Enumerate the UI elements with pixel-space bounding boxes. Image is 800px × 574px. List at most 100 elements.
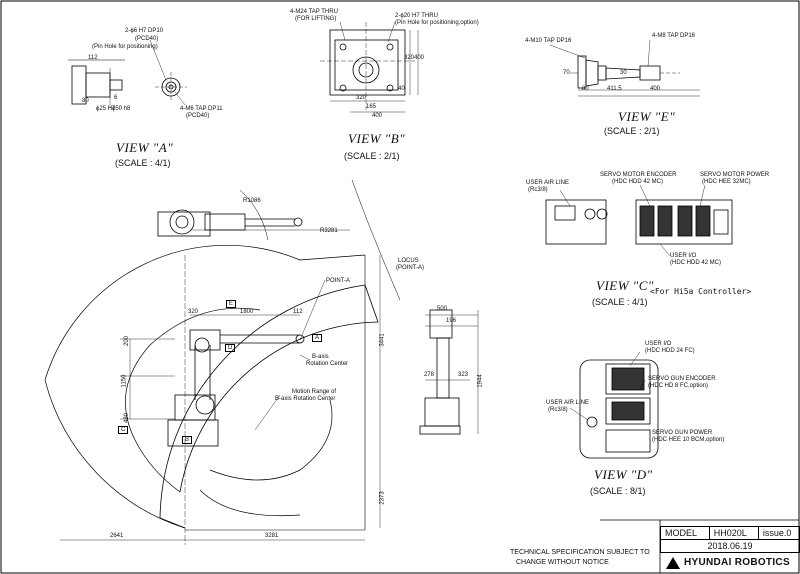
view-c-title: VIEW "C" [596,278,654,293]
model-value: HH020L [708,526,759,540]
main-dim-112: 112 [293,309,303,315]
main-dim-3281: 3281 [265,533,279,539]
date-value: 2018.06.19 [660,539,800,553]
view-b-note-1: 4-M24 TAP THRU [290,9,338,15]
notice-line-2: CHANGE WITHOUT NOTICE [516,559,609,566]
view-b-dim-320: 320 [356,95,367,101]
main-dim-480: 480 [124,412,131,424]
view-e-dim-30: 30 [620,70,627,76]
view-c-note-4: (HDC HDD 42 MC) [612,179,663,185]
brand-name: HYUNDAI ROBOTICS [684,557,790,568]
view-c-note-7: USER I/O [670,253,697,259]
view-a-dim-25: ϕ25 H7 [96,106,116,112]
view-c-scale: (SCALE : 4/1) [592,297,648,307]
side-view-robot [419,309,479,435]
view-d-note-6: (Rc3/8) [548,407,568,413]
view-a-note-2: (PCD40) [135,36,159,42]
view-e-note-1: 4-M10 TAP DP16 [525,38,572,44]
main-dim-1800: 1800 [240,309,254,315]
view-b-title: VIEW "B" [348,131,406,146]
view-c-note-5: SERVO MOTOR POWER [700,172,770,178]
marker-c: C [118,426,129,434]
model-label: MODEL [660,526,710,540]
view-c-subtitle: <For Hi5a Controller> [650,287,752,296]
main-dim-1150: 1150 [121,374,128,388]
view-a-dim-50: ϕ50 h8 [112,106,131,112]
view-a-drawing [68,39,187,108]
view-d-note-8: (HDC HEE 10 BCM,option) [652,437,725,443]
view-a-note-5: (PCD40) [186,113,210,119]
view-e-scale: (SCALE : 2/1) [604,126,660,136]
view-e-drawing [549,39,700,97]
marker-b: B [182,436,193,444]
view-a-scale: (SCALE : 4/1) [115,158,171,168]
marker-a: A [312,334,323,342]
view-a-note-4: 4-M6 TAP DP11 [180,106,223,112]
hyundai-logo-icon [666,556,680,569]
view-d-title: VIEW "D" [594,467,653,482]
view-b-dim-165: 165 [366,104,377,110]
side-dim-278: 278 [424,372,435,378]
view-a-dim-6: 6 [114,95,118,101]
view-e-dim-4115: 411.5 [607,86,622,92]
label-r1086: R1086 [243,198,261,204]
label-r3281: R3281 [320,228,338,234]
view-a-title: VIEW "A" [116,140,174,155]
main-robot [60,255,381,541]
view-b-drawing [320,21,419,113]
side-dim-196: 196 [446,318,457,324]
view-d-note-2: (HDC HDD 24 FC) [645,348,695,354]
view-e-dim-400: 400 [650,86,661,92]
view-a-dim-80: 80 [82,98,89,104]
main-dim-2641: 2641 [110,533,124,539]
view-e-title: VIEW "E" [618,109,676,124]
view-d-drawing [569,351,659,459]
main-dim-200: 200 [124,335,131,347]
view-e-dim-80: 80 [582,86,589,92]
view-c-note-1: USER AIR LINE [526,180,570,186]
view-a-note-3: (Pin Hole for positioning) [92,44,158,50]
view-b-scale: (SCALE : 2/1) [344,151,400,161]
side-dim-1944: 1944 [477,374,484,388]
label-point-a: POINT-A [326,278,351,284]
view-d-note-5: USER AIR LINE [546,400,590,406]
top-view-robot [157,179,401,301]
side-dim-323: 323 [458,372,469,378]
view-c-note-6: (HDC HEE 32MC) [702,179,751,185]
main-dim-2373: 2373 [379,491,386,505]
issue-value: issue.0 [757,526,800,540]
main-dim-320: 320 [188,309,199,315]
view-d-note-3: SERVO GUN ENCODER [648,376,716,382]
view-a-dim-112: 112 [88,55,98,61]
title-block-table: MODEL HH020L issue.0 2018.06.19 [660,526,800,553]
main-dim-3441: 3441 [379,333,386,347]
label-motion-range-2: B-axis Rotation Center [275,396,336,402]
view-b-dim-40: 40 [398,86,405,92]
view-d-note-4: (HDC HD 8 FC,option) [648,383,709,389]
view-e-dim-70: 70 [563,70,570,76]
view-a-note-1: 2-ϕ6 H7 DP10 [125,28,164,34]
view-b-note-3: 2-ϕ20 H7 THRU [395,13,438,19]
label-b-axis: B-axis [312,354,329,360]
view-b-dim-400-v: 400 [414,55,425,61]
notice-line-1: TECHNICAL SPECIFICATION SUBJECT TO [510,549,650,556]
view-d-note-7: SERVO GUN POWER [652,430,713,436]
view-e-note-2: 4-M8 TAP DP16 [652,33,696,39]
view-b-note-2: (FOR LIFTING) [295,16,337,22]
view-b-dim-320-v: 320 [404,55,415,61]
view-b-dim-400-h: 400 [372,113,383,119]
view-c-drawing [545,184,733,257]
view-c-note-2: (Rc3/8) [528,187,548,193]
label-rotation-center: Rotation Center [306,361,349,367]
label-locus-point-a: (POINT-A) [396,265,424,271]
marker-e: E [226,300,237,308]
side-dim-500: 500 [437,306,448,312]
marker-d: D [225,344,236,352]
motion-range-envelope [44,245,379,545]
label-locus: LOCUS [398,258,419,264]
view-b-note-4: (Pin Hole for positioning,option) [395,20,479,26]
view-d-scale: (SCALE : 8/1) [590,486,646,496]
view-d-note-1: USER I/O [645,341,672,347]
